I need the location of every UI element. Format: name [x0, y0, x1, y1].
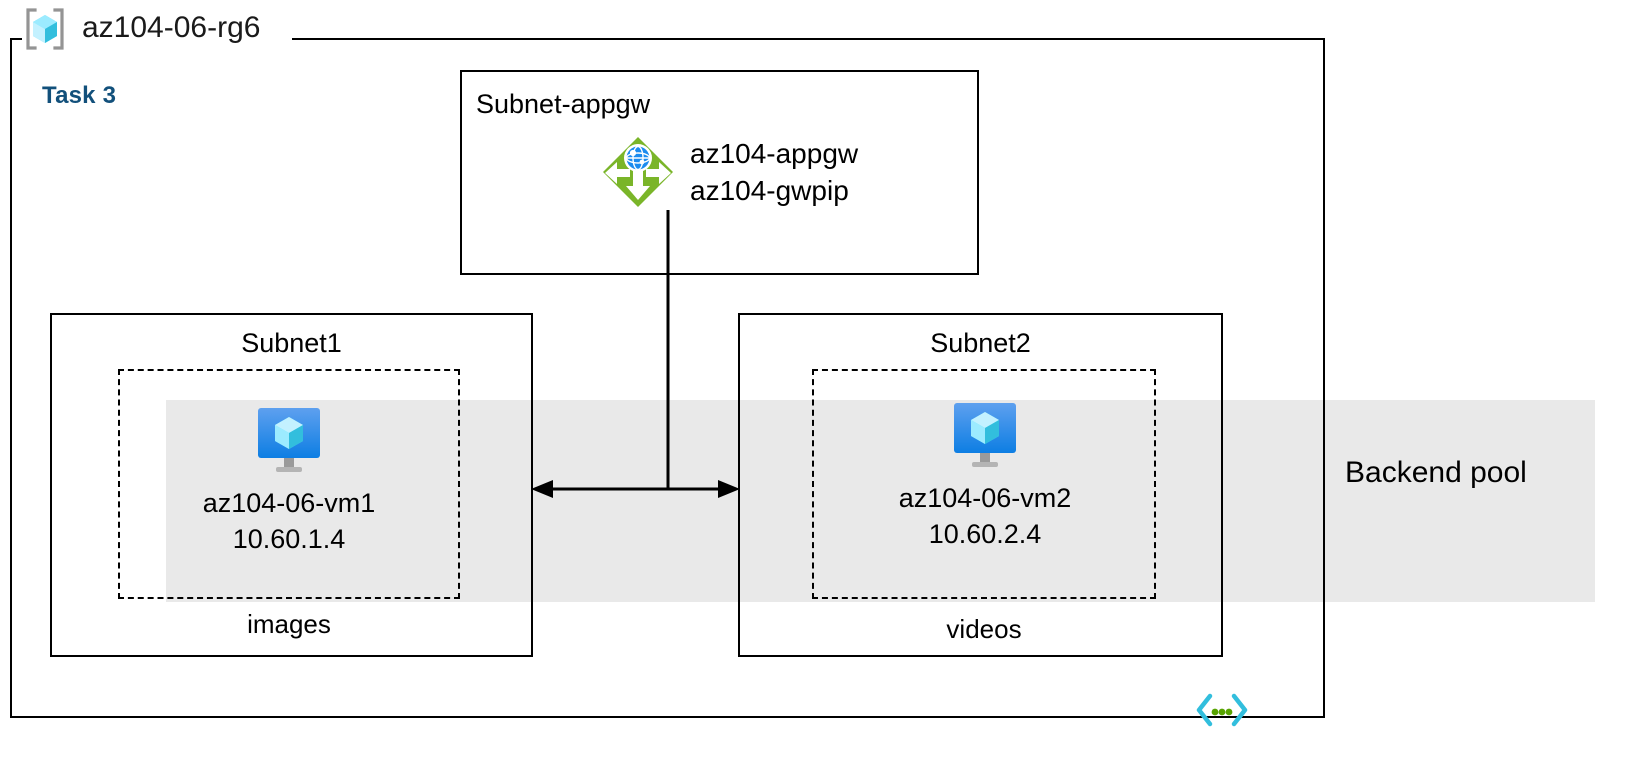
virtual-machine-icon	[954, 403, 1016, 467]
vm2-name: az104-06-vm2	[898, 483, 1072, 513]
virtual-network-icon	[1196, 693, 1248, 727]
subnet2-group-box	[812, 369, 1156, 599]
subnet-appgw-title: Subnet-appgw	[476, 89, 651, 119]
vm1-ip: 10.60.1.4	[232, 524, 346, 554]
resource-group-icon	[26, 8, 64, 50]
vm1-name: az104-06-vm1	[202, 488, 376, 518]
application-gateway-public-ip: az104-gwpip	[690, 175, 849, 206]
resource-group-boundary	[10, 38, 1325, 718]
resource-group-name: az104-06-rg6	[82, 11, 261, 44]
application-gateway-block: az104-appgw az104-gwpip	[600, 134, 858, 210]
subnet2-group-caption: videos	[946, 614, 1022, 644]
subnet-appgw-box	[460, 70, 979, 275]
backend-pool-band	[166, 400, 1595, 602]
subnet1-group-caption: images	[247, 609, 331, 639]
resource-group-title-gap	[22, 30, 292, 46]
application-gateway-icon	[603, 137, 673, 207]
subnet1-group-box	[118, 369, 460, 599]
subnet2-title: Subnet2	[930, 328, 1031, 358]
vm1-block: az104-06-vm1 10.60.1.4	[169, 405, 409, 557]
vm2-ip: 10.60.2.4	[928, 519, 1042, 549]
application-gateway-labels: az104-appgw az104-gwpip	[690, 135, 858, 209]
subnet1-title: Subnet1	[241, 328, 342, 358]
application-gateway-name: az104-appgw	[690, 138, 859, 169]
vm2-block: az104-06-vm2 10.60.2.4	[865, 400, 1105, 552]
virtual-machine-icon	[258, 408, 320, 472]
backend-pool-label: Backend pool	[1345, 456, 1527, 489]
task-label: Task 3	[42, 82, 117, 109]
